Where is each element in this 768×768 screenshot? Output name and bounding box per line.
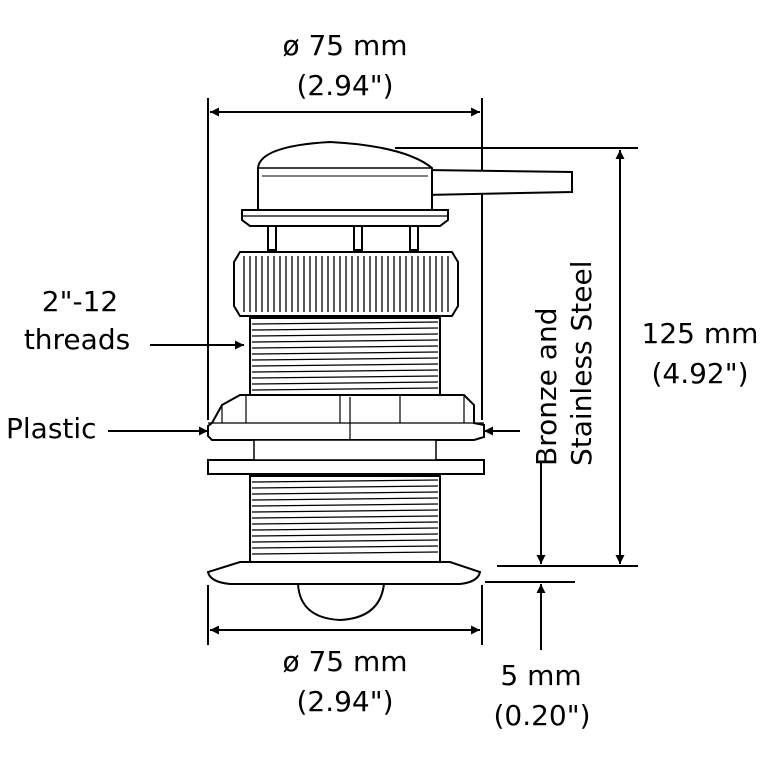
pattern-line [251,515,439,519]
pattern-line [251,551,439,555]
protrusion-in-label: (0.20") [493,699,591,732]
pattern-line [251,345,439,349]
bottom-flange [206,561,482,585]
plastic-washer [207,394,485,441]
post-right [409,225,419,251]
pattern-line [251,333,439,337]
pattern-line [251,521,439,525]
top-diameter-in-label: (2.94") [296,69,394,102]
threads-label-line2: threads [23,323,131,356]
threads-label-line1: 2"-12 [41,285,119,318]
pattern-line [251,321,439,325]
protrusion-label: 5 mm [500,659,582,692]
pattern-line [251,381,439,385]
pattern-line [251,363,439,367]
pattern-line [251,369,439,373]
material-label-line1: Bronze and [530,307,563,466]
cable [424,168,573,197]
transducer-body [206,140,573,622]
pattern-line [251,509,439,513]
pattern-line [251,357,439,361]
plastic-label: Plastic [6,412,97,445]
bottom-diameter-in-label: (2.94") [296,685,394,718]
pattern-line [251,339,439,343]
bottom-diameter-label: ø 75 mm [282,645,408,678]
pattern-line [251,479,439,483]
pattern-line [251,545,439,549]
post-mid [353,225,363,251]
post-left [267,225,277,251]
pattern-line [251,485,439,489]
pattern-line [251,491,439,495]
pattern-line [251,503,439,507]
pattern-line [251,327,439,331]
pattern-line [251,351,439,355]
pattern-line [251,387,439,391]
pattern-line [251,497,439,501]
material-label-line2: Stainless Steel [565,260,598,466]
pattern-line [251,375,439,379]
pattern-line [251,539,439,543]
cap-flange [241,209,449,227]
height-in-label: (4.92") [651,357,749,390]
height-label: 125 mm [641,317,759,350]
hull-plate [207,459,485,475]
lower-thread [249,475,441,563]
pattern-line [251,533,439,537]
sensor-dome [296,583,386,622]
top-diameter-label: ø 75 mm [282,29,408,62]
pattern-line [251,527,439,531]
